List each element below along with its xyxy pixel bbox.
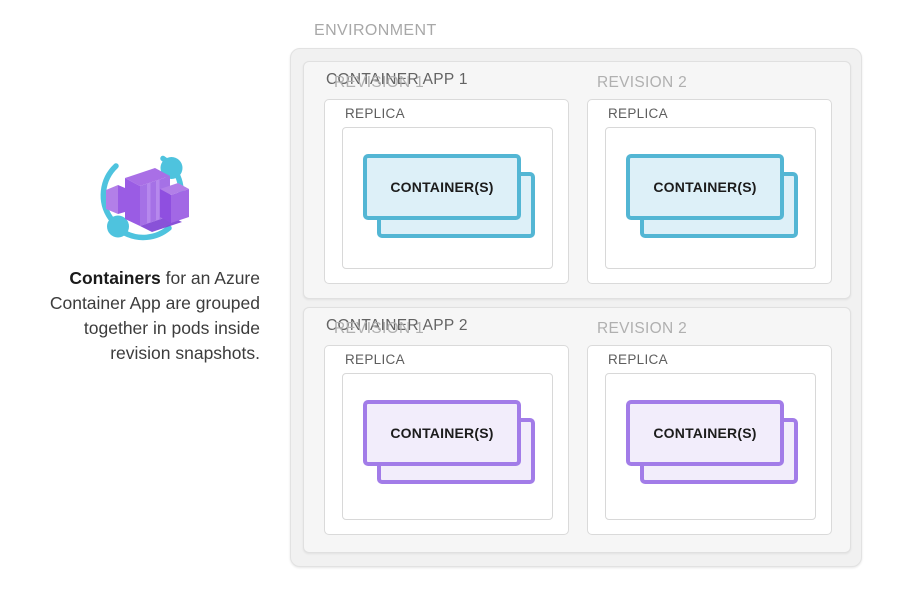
- container-stack[interactable]: CONTAINER(S): [626, 154, 798, 238]
- revision-box[interactable]: REVISION 1 REPLICA CONTAINER(S): [324, 74, 569, 284]
- container-stack[interactable]: CONTAINER(S): [363, 400, 535, 484]
- container-label: CONTAINER(S): [653, 425, 757, 441]
- replica-label: REPLICA: [345, 352, 405, 367]
- replica-label: REPLICA: [608, 352, 668, 367]
- container-app-card[interactable]: CONTAINER APP 2 REVISION 1 REPLICA CONTA…: [303, 307, 851, 553]
- legend-caption-bold: Containers: [69, 268, 161, 288]
- container-app-label: CONTAINER APP 2: [326, 317, 468, 334]
- legend-caption-rest: for an Azure Container App are grouped t…: [49, 268, 260, 363]
- environment-boundary: CONTAINER APP 1 REVISION 1 REPLICA CONTA…: [290, 48, 862, 567]
- container-label: CONTAINER(S): [390, 425, 494, 441]
- replica-box[interactable]: REPLICA CONTAINER(S): [605, 106, 816, 269]
- container-stack[interactable]: CONTAINER(S): [363, 154, 535, 238]
- replica-label: REPLICA: [345, 106, 405, 121]
- container-box-front[interactable]: CONTAINER(S): [363, 400, 521, 466]
- replica-box[interactable]: REPLICA CONTAINER(S): [342, 352, 553, 520]
- revision-label: REVISION 1: [334, 74, 424, 91]
- revision-box[interactable]: REVISION 2 REPLICA CONTAINER(S): [587, 320, 832, 535]
- container-box-front[interactable]: CONTAINER(S): [363, 154, 521, 220]
- container-box-front[interactable]: CONTAINER(S): [626, 154, 784, 220]
- replica-box[interactable]: REPLICA CONTAINER(S): [342, 106, 553, 269]
- legend-block: Containers for an Azure Container App ar…: [28, 140, 260, 366]
- environment-label: ENVIRONMENT: [314, 22, 437, 39]
- revision-box[interactable]: REVISION 1 REPLICA CONTAINER(S): [324, 320, 569, 535]
- revision-label: REVISION 1: [334, 320, 424, 337]
- replica-label: REPLICA: [608, 106, 668, 121]
- legend-icon-container: [28, 140, 260, 252]
- container-label: CONTAINER(S): [390, 179, 494, 195]
- azure-container-apps-icon: [100, 155, 189, 241]
- container-label: CONTAINER(S): [653, 179, 757, 195]
- container-app-card[interactable]: CONTAINER APP 1 REVISION 1 REPLICA CONTA…: [303, 61, 851, 299]
- revision-box[interactable]: REVISION 2 REPLICA CONTAINER(S): [587, 74, 832, 284]
- container-box-front[interactable]: CONTAINER(S): [626, 400, 784, 466]
- replica-box[interactable]: REPLICA CONTAINER(S): [605, 352, 816, 520]
- container-stack[interactable]: CONTAINER(S): [626, 400, 798, 484]
- legend-caption: Containers for an Azure Container App ar…: [28, 266, 260, 366]
- container-app-label: CONTAINER APP 1: [326, 71, 468, 88]
- revision-label: REVISION 2: [597, 74, 687, 91]
- revision-label: REVISION 2: [597, 320, 687, 337]
